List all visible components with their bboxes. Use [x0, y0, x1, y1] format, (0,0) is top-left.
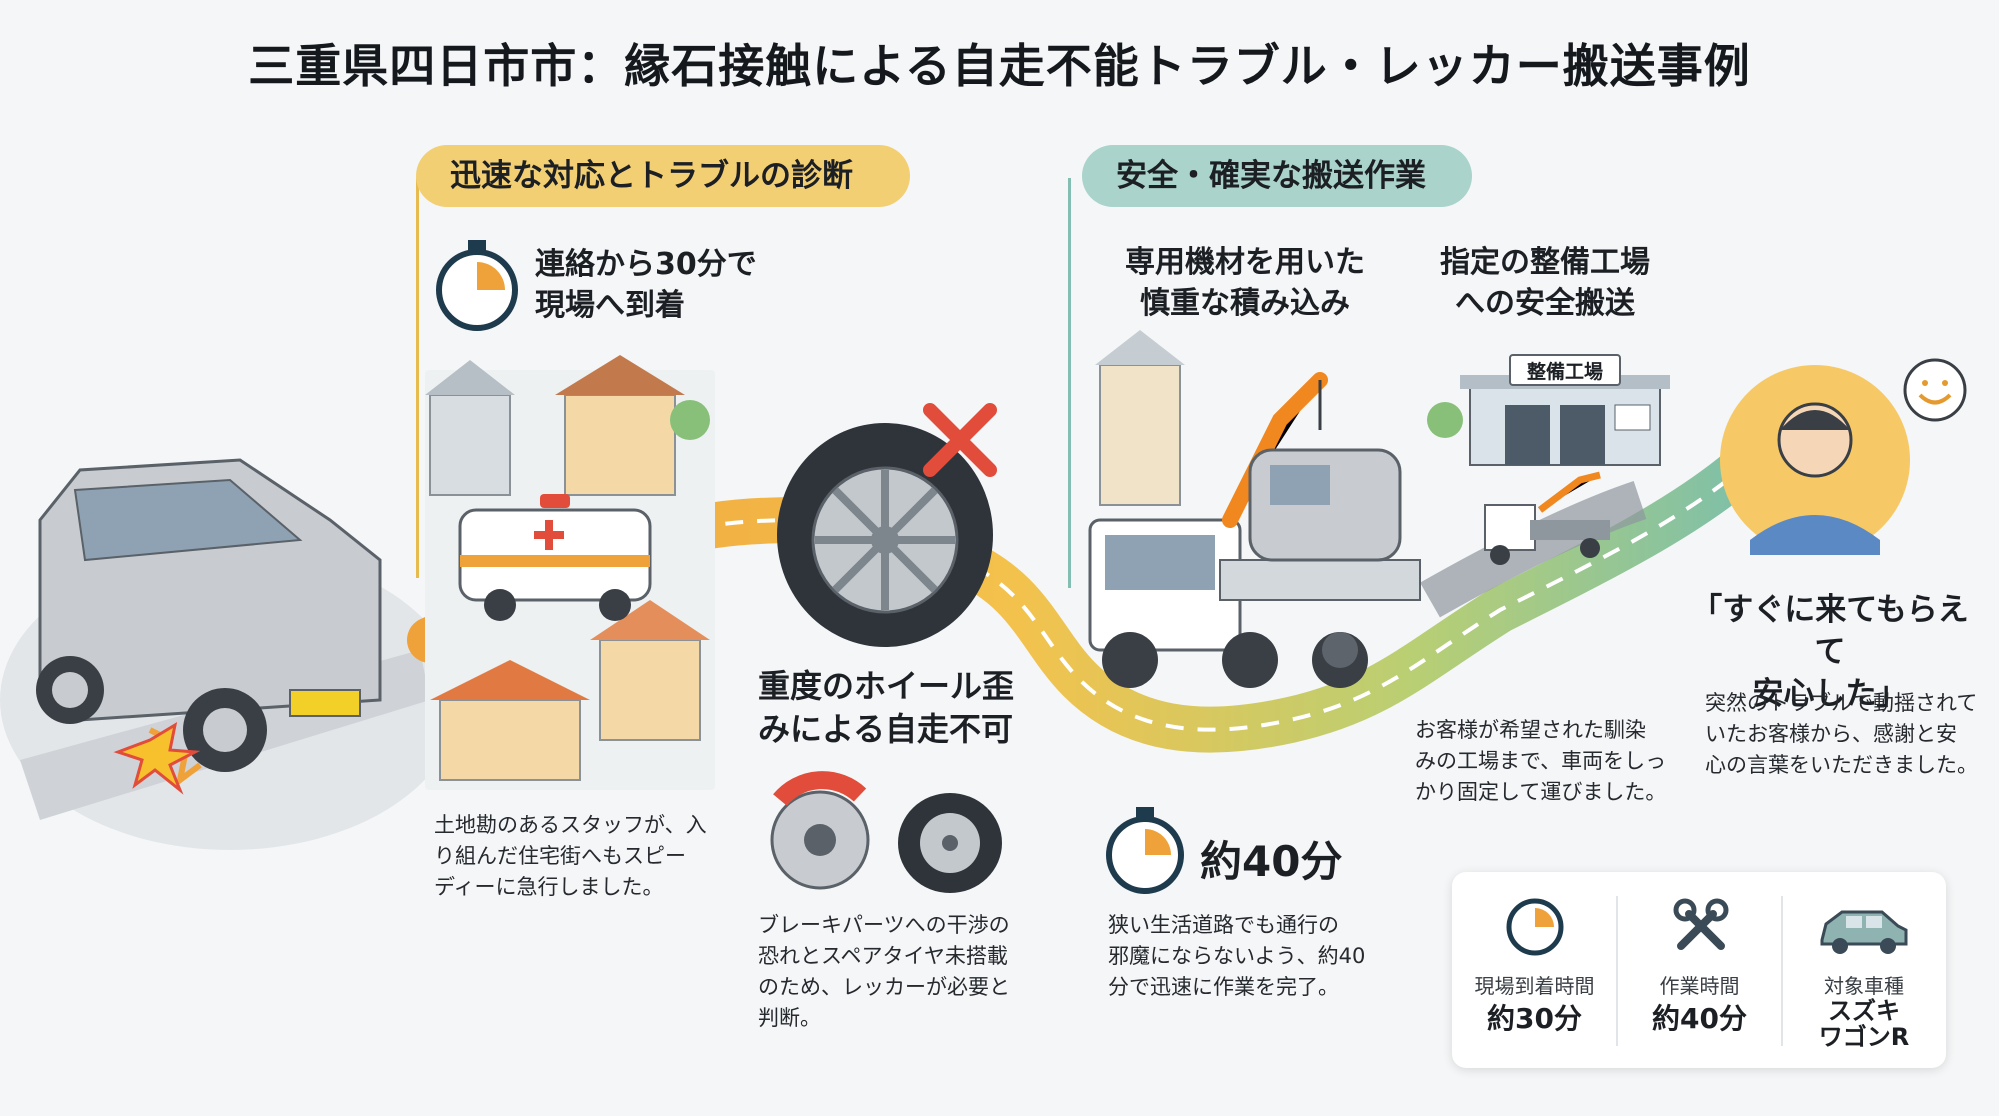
damaged-car-illustration — [36, 458, 382, 795]
transport-description: お客様が希望された馴染 みの工場まで、車両をしっ かり固定して運びました。 — [1415, 718, 1667, 805]
summary-value: 約40分 — [1652, 1002, 1747, 1035]
flat-tire-icon — [898, 793, 1002, 893]
damaged-wheel-illustration — [777, 403, 997, 647]
stopwatch-icon-loading — [1106, 807, 1184, 894]
diagnosis-heading: 重度のホイール歪 みによる自走不可 — [758, 667, 1015, 749]
summary-divider — [1781, 896, 1783, 1046]
transport-heading: 指定の整備工場 への安全搬送 — [1440, 245, 1650, 321]
arrival-description: 土地勘のあるスタッフが、入 り組んだ住宅街へもスピー ディーに急行しました。 — [434, 813, 707, 900]
clock-icon — [1506, 898, 1564, 956]
summary-label: 対象車種 — [1824, 974, 1904, 998]
wrench-icon — [1673, 898, 1729, 950]
summary-card: 現場到着時間 約30分 作業時間 約40分 対象車種 スズキ ワゴンR — [1452, 872, 1946, 1068]
divider-left — [416, 178, 419, 578]
garage-sign: 整備工場 — [1527, 360, 1603, 383]
garage-illustration: 整備工場 — [1427, 354, 1670, 466]
route-dashes — [429, 468, 1742, 732]
smile-bubble-icon — [1903, 358, 1967, 422]
section-label-transport: 安全・確実な搬送作業 — [1082, 145, 1472, 207]
brake-disc-icon — [770, 771, 870, 890]
summary-work-time: 作業時間 約40分 — [1617, 872, 1782, 1068]
page-title: 三重県四日市市：縁石接触による自走不能トラブル・レッカー搬送事例 — [248, 39, 1751, 93]
summary-value: 約30分 — [1487, 1002, 1582, 1035]
grey-road — [1420, 481, 1647, 618]
divider-right — [1068, 178, 1071, 588]
summary-arrival: 現場到着時間 約30分 — [1452, 872, 1617, 1068]
testimonial-description: 突然のトラブルで動揺されて いたお客様から、感謝と安 心の言葉をいただきました。 — [1705, 691, 1978, 778]
customer-avatar — [1720, 358, 1967, 555]
tow-truck-illustration — [1088, 330, 1421, 688]
neighborhood-illustration — [425, 355, 715, 790]
loading-description: 狭い生活道路でも通行の 邪魔にならないよう、約40 分で迅速に作業を完了。 — [1108, 913, 1366, 1000]
summary-divider — [1616, 896, 1618, 1046]
summary-label: 作業時間 — [1659, 974, 1740, 998]
arrival-heading: 連絡から30分で 現場へ到着 — [535, 247, 757, 323]
summary-value: スズキ ワゴンR — [1818, 997, 1910, 1052]
section-label-diagnosis: 迅速な対応とトラブルの診断 — [416, 145, 910, 207]
loading-heading: 専用機材を用いた 慎重な積み込み — [1125, 245, 1365, 321]
impact-burst-icon — [113, 721, 201, 795]
loading-time: 約40分 — [1200, 837, 1343, 886]
cross-icon — [923, 403, 997, 477]
car-icon — [1820, 910, 1908, 954]
diagnosis-description: ブレーキパーツへの干渉の 恐れとスペアタイヤ未搭載 のため、レッカーが必要と 判… — [758, 913, 1010, 1031]
summary-label: 現場到着時間 — [1474, 974, 1595, 998]
small-tow-truck-icon — [1484, 471, 1610, 565]
summary-vehicle: 対象車種 スズキ ワゴンR — [1782, 872, 1946, 1068]
stopwatch-icon — [436, 240, 518, 331]
testimonial-quote: 「すぐに来てもらえて 安心した」 — [1691, 592, 1969, 712]
